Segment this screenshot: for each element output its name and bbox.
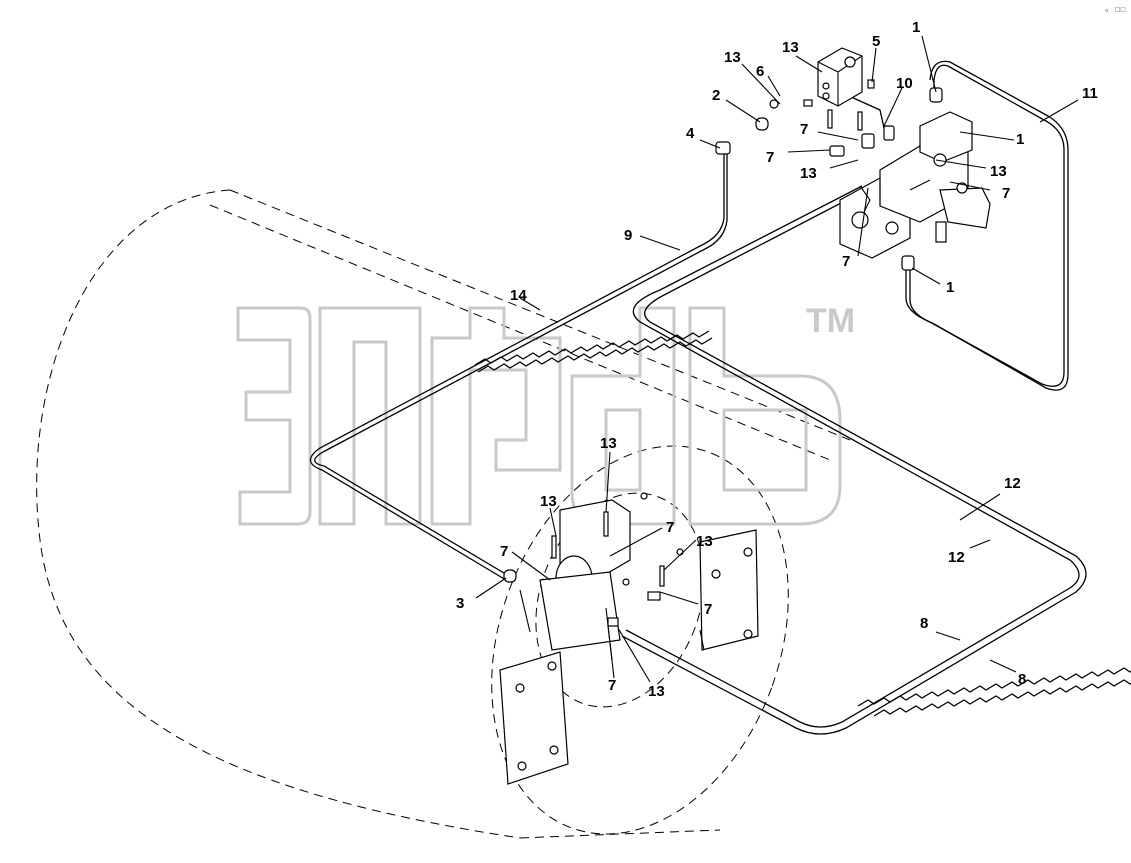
callout-labels: 1 1 1 2 3 4 5 6 7 7 7 7 7 7 7 7 8 8 9 10…: [456, 19, 1098, 700]
pump-assembly: [839, 111, 991, 259]
callout-13-b: 13: [782, 39, 799, 56]
corner-mark: ₒ ☐☐: [1104, 5, 1126, 15]
callout-7-g: 7: [704, 601, 712, 618]
callout-7-h: 7: [608, 677, 616, 694]
leader-lines: [475, 35, 1079, 683]
callout-7-c: 7: [1002, 185, 1010, 202]
spiral-guard-8: [857, 667, 1131, 717]
callout-7-e: 7: [500, 543, 508, 560]
callout-1-top: 1: [912, 19, 920, 36]
callout-13-c: 13: [800, 165, 817, 182]
callout-12-a: 12: [1004, 475, 1021, 492]
callout-5: 5: [872, 33, 880, 50]
drum-outline: [36, 189, 851, 839]
callout-6: 6: [756, 63, 764, 80]
callout-13-g: 13: [696, 533, 713, 550]
callout-8-b: 8: [1018, 671, 1026, 688]
callout-2: 2: [712, 87, 720, 104]
callout-12-b: 12: [948, 549, 965, 566]
callout-11: 11: [1082, 85, 1098, 102]
callout-1-bottom: 1: [946, 279, 954, 296]
callout-14: 14: [510, 287, 527, 304]
callout-13-f: 13: [540, 493, 557, 510]
callout-13-e: 13: [600, 435, 617, 452]
callout-4: 4: [686, 125, 695, 142]
trademark-text: TM: [806, 302, 855, 340]
callout-13-d: 13: [990, 163, 1007, 180]
callout-13-a: 13: [724, 49, 741, 66]
callout-3: 3: [456, 595, 464, 612]
hose-lines: [309, 60, 1087, 735]
callout-7-b: 7: [766, 149, 774, 166]
callout-7-a: 7: [800, 121, 808, 138]
drum-motor-assembly: [499, 492, 759, 785]
callout-13-h: 13: [648, 683, 665, 700]
callout-8-a: 8: [920, 615, 928, 632]
spiral-guard-14: [474, 330, 713, 373]
callout-10: 10: [896, 75, 913, 92]
callout-1-right: 1: [1016, 131, 1024, 148]
callout-7-f: 7: [666, 519, 674, 536]
watermark-logo: TM: [236, 302, 855, 526]
valve-block: [803, 47, 875, 131]
callout-9: 9: [624, 227, 632, 244]
callout-7-d: 7: [842, 253, 850, 270]
